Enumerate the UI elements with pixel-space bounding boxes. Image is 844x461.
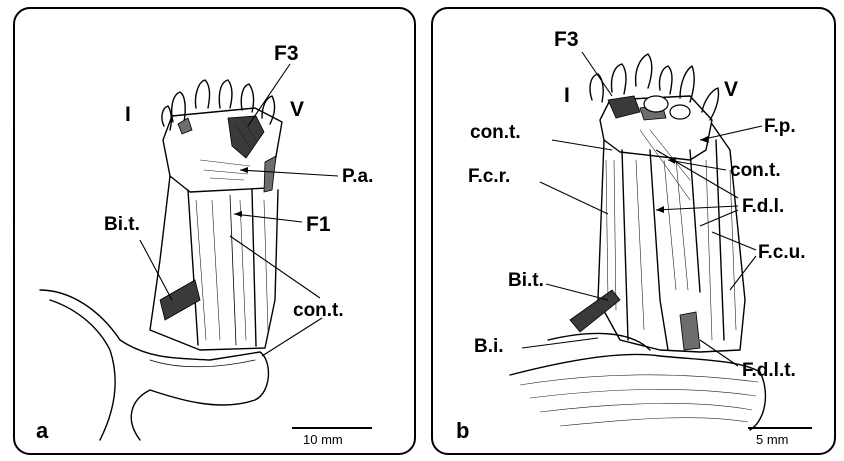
label-b-fp: F.p. xyxy=(764,116,796,137)
label-a-f1: F1 xyxy=(306,213,331,236)
label-b-digit-v: V xyxy=(724,78,738,101)
label-b-cont-right: con.t. xyxy=(730,160,781,181)
panel-a: F3 I V P.a. Bi.t. F1 con.t. a 10 mm xyxy=(14,8,415,454)
label-b-fcu: F.c.u. xyxy=(758,242,806,263)
label-b-f3: F3 xyxy=(554,28,579,51)
label-b-bit: Bi.t. xyxy=(508,270,544,291)
label-b-fcr: F.c.r. xyxy=(468,166,510,187)
label-a-pa: P.a. xyxy=(342,166,373,187)
label-a-cont: con.t. xyxy=(293,300,344,321)
label-a-digit-v: V xyxy=(290,98,304,121)
label-b-cont-upper: con.t. xyxy=(470,122,521,143)
panel-b: F3 I V con.t. F.p. con.t. F.c.r. F.d.l. … xyxy=(432,8,835,454)
label-b-digit-i: I xyxy=(564,84,570,107)
panel-a-letter: a xyxy=(36,418,49,443)
label-b-bi: B.i. xyxy=(474,336,504,357)
panel-b-letter: b xyxy=(456,418,469,443)
label-a-bit: Bi.t. xyxy=(104,214,140,235)
label-b-fdlt: F.d.l.t. xyxy=(742,360,796,381)
label-a-digit-i: I xyxy=(125,103,131,126)
label-a-f3: F3 xyxy=(274,42,299,65)
panel-a-scale-label: 10 mm xyxy=(303,432,343,447)
label-b-fdl: F.d.l. xyxy=(742,196,784,217)
panel-b-frame xyxy=(432,8,835,454)
panel-a-frame xyxy=(14,8,415,454)
panel-b-scale-label: 5 mm xyxy=(756,432,789,447)
panel-b-fdl-tendon xyxy=(680,312,700,350)
